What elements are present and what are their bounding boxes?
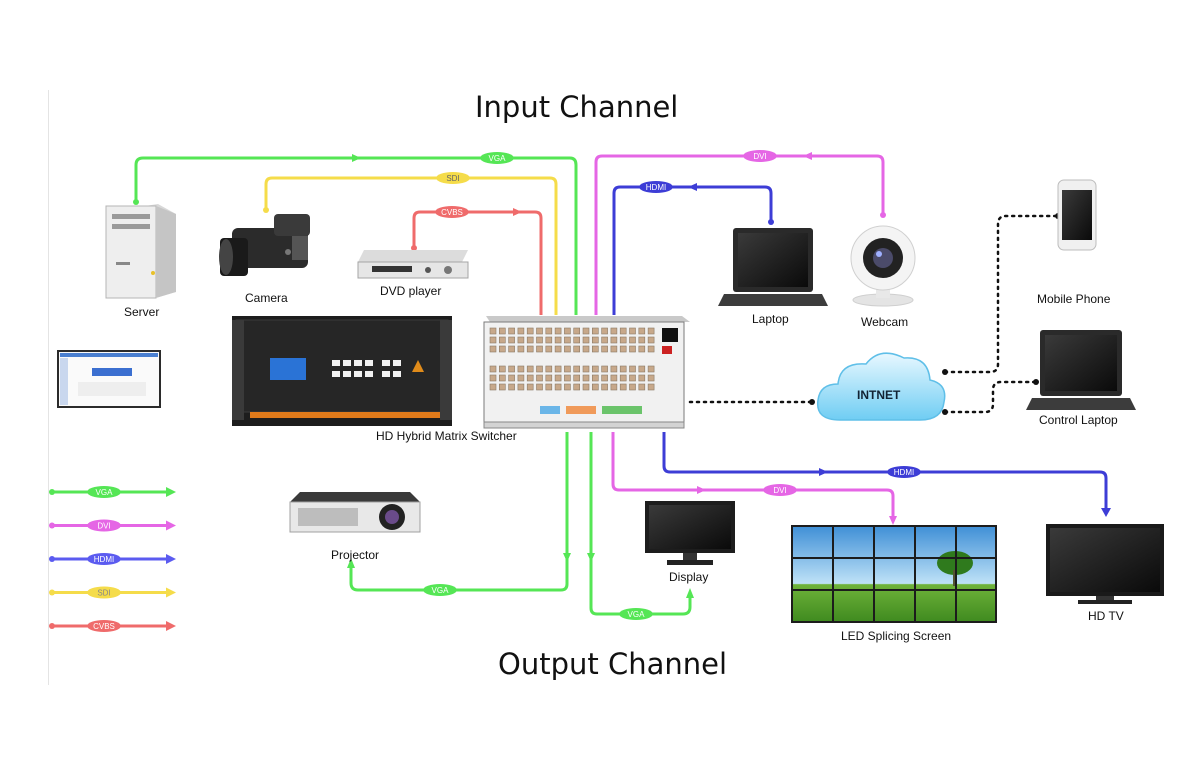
control-laptop-label: Control Laptop bbox=[1039, 413, 1118, 427]
camera-label: Camera bbox=[245, 291, 288, 305]
legend-item-dvi: DVI bbox=[49, 519, 176, 532]
sdi-input-tag: SDI bbox=[436, 172, 470, 184]
vga-projector-tag-text: VGA bbox=[432, 586, 450, 595]
hybrid-matrix-rear-panel-icon bbox=[483, 316, 690, 429]
input-channel-heading: Input Channel bbox=[475, 90, 679, 124]
cvbs-input-tag: CVBS bbox=[435, 206, 469, 218]
mobile-phone-label: Mobile Phone bbox=[1037, 292, 1111, 306]
legend-label: CVBS bbox=[93, 622, 115, 631]
output-channel-heading: Output Channel bbox=[498, 647, 728, 681]
hd-matrix-switcher-icon bbox=[232, 316, 452, 426]
matrix-switcher-label: HD Hybrid Matrix Switcher bbox=[376, 429, 517, 443]
hdmi-hdtv-tag-text: HDMI bbox=[894, 468, 914, 477]
hdtv-icon bbox=[1046, 524, 1164, 604]
vga-display-tag: VGA bbox=[619, 608, 653, 620]
vga-input-cable bbox=[133, 154, 578, 315]
dvi-led-tag: DVI bbox=[763, 484, 797, 496]
vga-input-tag-text: VGA bbox=[489, 154, 507, 163]
dvi-input-tag: DVI bbox=[743, 150, 777, 162]
webcam-label: Webcam bbox=[861, 315, 909, 329]
hdmi-output-hdtv-cable bbox=[662, 432, 1111, 517]
legend-item-sdi: SDI bbox=[49, 586, 176, 599]
camera-icon bbox=[219, 214, 310, 276]
dvi-led-tag-text: DVI bbox=[773, 486, 786, 495]
projector-label: Projector bbox=[331, 548, 380, 562]
laptop-label: Laptop bbox=[752, 312, 789, 326]
hdmi-input-tag: HDMI bbox=[639, 181, 673, 193]
projector-icon bbox=[289, 492, 421, 533]
cloud-icon bbox=[816, 352, 946, 421]
dvi-input-tag-text: DVI bbox=[753, 152, 766, 161]
hdtv-label: HD TV bbox=[1088, 609, 1124, 623]
cloud-label: INTNET bbox=[857, 388, 901, 402]
software-window-icon bbox=[57, 350, 161, 408]
hdmi-input-cable bbox=[612, 183, 774, 315]
hdmi-hdtv-tag: HDMI bbox=[887, 466, 921, 478]
left-edge-line bbox=[48, 90, 49, 685]
webcam-icon bbox=[850, 225, 916, 307]
network-links bbox=[688, 214, 1060, 414]
server-label: Server bbox=[124, 305, 160, 319]
vga-input-tag: VGA bbox=[480, 152, 514, 164]
sdi-input-cable bbox=[263, 176, 558, 315]
legend-item-vga: VGA bbox=[49, 486, 176, 498]
server-icon bbox=[105, 204, 176, 299]
legend-label: VGA bbox=[96, 488, 114, 497]
dvd-player-icon bbox=[357, 250, 469, 279]
vga-output-projector-cable bbox=[347, 432, 571, 592]
vga-projector-tag: VGA bbox=[423, 584, 457, 596]
mobile-phone-icon bbox=[1057, 179, 1097, 251]
sdi-input-tag-text: SDI bbox=[446, 174, 459, 183]
legend-label: SDI bbox=[97, 589, 110, 598]
dvd-player-label: DVD player bbox=[380, 284, 442, 298]
legend-item-hdmi: HDMI bbox=[49, 553, 176, 565]
legend-lines: VGA DVI HDMI SDI CVBS bbox=[49, 486, 176, 632]
display-label: Display bbox=[669, 570, 709, 584]
dvi-output-led-cable bbox=[611, 432, 897, 525]
legend-label: HDMI bbox=[94, 555, 114, 564]
led-splicing-screen-icon bbox=[791, 525, 997, 623]
led-screen-label: LED Splicing Screen bbox=[841, 629, 952, 643]
vga-display-tag-text: VGA bbox=[628, 610, 646, 619]
control-laptop-icon bbox=[1026, 330, 1136, 410]
dvi-input-cable bbox=[594, 152, 886, 315]
cvbs-input-cable bbox=[411, 208, 543, 315]
hdmi-input-tag-text: HDMI bbox=[646, 183, 666, 192]
laptop-icon bbox=[718, 228, 828, 306]
legend-item-cvbs: CVBS bbox=[49, 620, 176, 632]
display-icon bbox=[645, 501, 735, 565]
cvbs-input-tag-text: CVBS bbox=[441, 208, 463, 217]
legend-label: DVI bbox=[97, 522, 110, 531]
